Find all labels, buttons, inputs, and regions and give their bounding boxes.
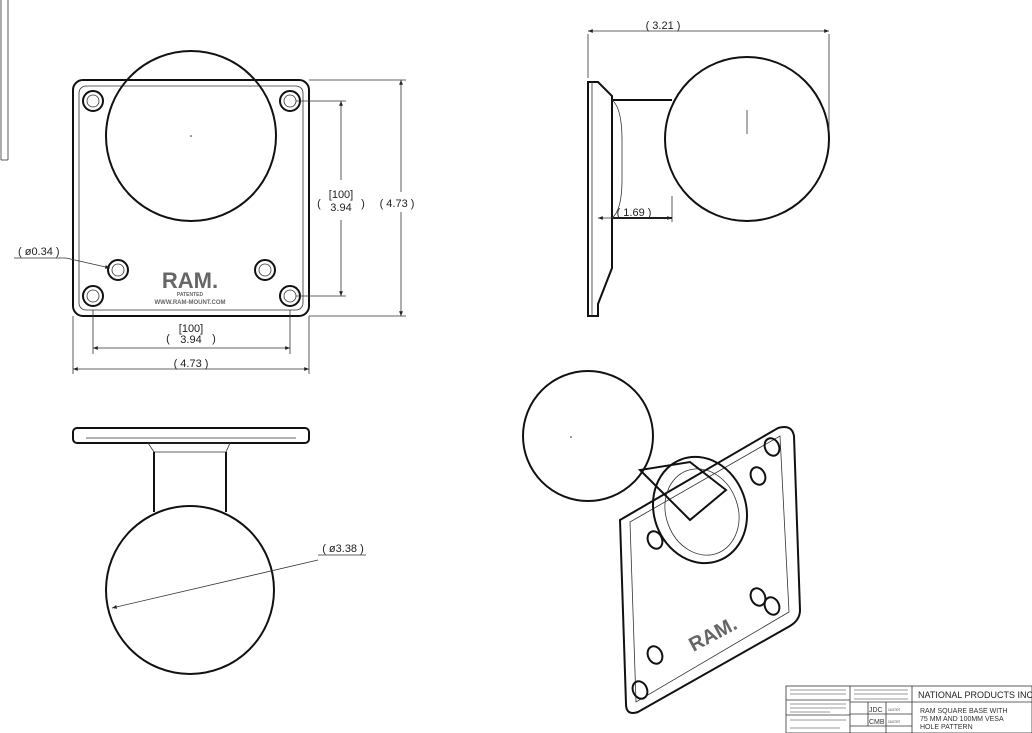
dim-horiz-hole-in: 3.94 xyxy=(180,334,201,346)
tb-company: NATIONAL PRODUCTS INC. xyxy=(918,690,1032,700)
svg-text:(: ( xyxy=(317,198,321,210)
dim-horiz-hole-mm: [100] xyxy=(179,323,203,335)
tb-title-3: HOLE PATTERN xyxy=(920,724,973,731)
ball-center-mark xyxy=(190,135,192,137)
front-view: RAM. PATENTED WWW.RAM-MOUNT.COM ( ø0.34 … xyxy=(14,50,415,374)
top-ball xyxy=(105,505,275,675)
iso-neck xyxy=(637,460,728,522)
ball-outline xyxy=(105,50,277,222)
side-ball xyxy=(664,56,830,222)
tb-checked-initials: CMB xyxy=(869,719,885,726)
tb-drawn-initials: JDC xyxy=(869,707,883,714)
iso-holes xyxy=(631,437,781,700)
top-view: ( ø3.38 ) xyxy=(72,427,366,675)
side-view: ( 3.21 ) ( 1.69 ) xyxy=(587,20,830,317)
dim-neck-height: ( 1.69 ) xyxy=(617,207,652,219)
svg-text:(: ( xyxy=(166,333,170,345)
base-plate-inner-edge xyxy=(78,85,304,311)
svg-text:): ) xyxy=(361,198,365,210)
side-neck xyxy=(612,99,672,219)
tb-fine-print xyxy=(790,689,908,729)
iso-logo: RAM. xyxy=(685,613,740,656)
front-logo-sub: PATENTED xyxy=(177,292,204,298)
side-plate xyxy=(587,81,613,317)
front-logo: RAM. xyxy=(162,268,218,293)
tb-title-1: RAM SQUARE BASE WITH xyxy=(920,708,1008,715)
base-plate-outline xyxy=(72,79,310,317)
dim-hole-diameter: ( ø0.34 ) xyxy=(18,246,60,258)
dim-vert-overall: ( 4.73 ) xyxy=(380,198,415,210)
edge-fragment xyxy=(0,0,9,161)
front-website: WWW.RAM-MOUNT.COM xyxy=(155,300,226,306)
svg-text:): ) xyxy=(212,333,216,345)
iso-plate xyxy=(618,426,802,714)
tb-title-2: 75 MM AND 100MM VESA xyxy=(920,716,1004,723)
isometric-view: RAM. xyxy=(522,370,802,714)
dim-vert-hole-in: 3.94 xyxy=(330,202,351,214)
title-block: NATIONAL PRODUCTS INC. RAM SQUARE BASE W… xyxy=(785,685,1032,733)
dim-ball-diameter: ( ø3.38 ) xyxy=(322,543,364,555)
dim-overall-height: ( 3.21 ) xyxy=(646,20,681,32)
dim-vert-hole-mm: [100] xyxy=(329,189,353,201)
tb-checked-date: 11/07/07 xyxy=(888,720,900,724)
iso-ball xyxy=(522,370,654,502)
dim-horiz-overall: ( 4.73 ) xyxy=(174,358,209,370)
top-neck xyxy=(153,452,227,512)
top-plate xyxy=(72,427,310,444)
tb-drawn-date: 11/07/07 xyxy=(888,708,900,712)
